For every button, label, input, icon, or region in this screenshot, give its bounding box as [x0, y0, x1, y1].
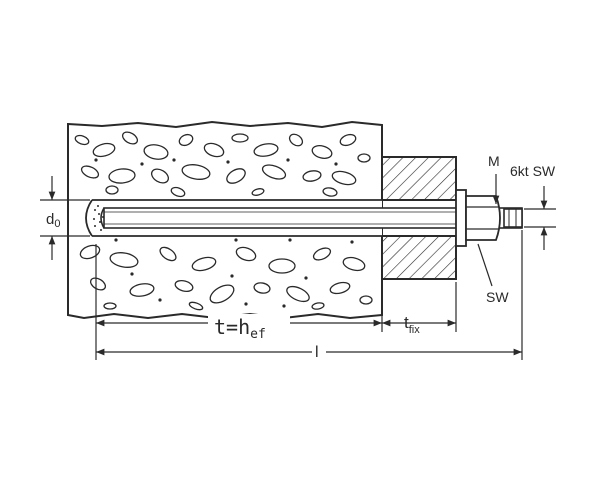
- aggregate-grain: [244, 302, 248, 306]
- aggregate-stone: [231, 133, 249, 143]
- aggregate-stone: [80, 165, 100, 179]
- aggregate-grain: [286, 158, 290, 162]
- aggregate-stone: [159, 246, 177, 262]
- aggregate-stone: [79, 244, 101, 260]
- aggregate-stone: [143, 144, 169, 160]
- aggregate-stone: [261, 164, 287, 180]
- washer: [455, 189, 467, 247]
- aggregate-stone: [74, 134, 90, 146]
- aggregate-stone: [174, 279, 194, 293]
- aggregate-stone: [329, 281, 351, 295]
- aggregate-stone: [331, 170, 357, 186]
- aggregate-grain: [282, 304, 286, 308]
- aggregate-stone: [129, 283, 155, 297]
- tfix-label: tfix: [404, 313, 420, 336]
- aggregate-stone: [357, 153, 371, 163]
- aggregate-stone: [89, 277, 107, 291]
- aggregate-stone: [181, 164, 211, 180]
- aggregate-stone: [302, 170, 322, 182]
- length-dimensions: t=hef tfix l: [95, 230, 523, 361]
- aggregate-stone: [251, 188, 265, 196]
- aggregate-stone: [288, 133, 304, 147]
- aggregate-stone: [121, 131, 139, 145]
- aggregate-stone: [226, 168, 246, 184]
- aggregate-grain: [350, 240, 354, 244]
- aggregate-stone: [322, 187, 338, 197]
- rod-end-hex: [503, 208, 523, 228]
- aggregate-stone: [339, 133, 357, 147]
- aggregate-stone: [253, 282, 271, 294]
- aggregate-stone: [109, 252, 139, 268]
- hex-sw-label: 6kt SW: [510, 163, 556, 179]
- aggregate-stone: [312, 247, 332, 261]
- aggregate-grain: [234, 238, 238, 242]
- aggregate-stone: [191, 256, 217, 272]
- aggregate-stone: [105, 185, 119, 195]
- aggregate-grain: [130, 272, 134, 276]
- aggregate-stone: [342, 256, 366, 272]
- hex-nut: [465, 195, 501, 241]
- aggregate-stone: [178, 133, 194, 147]
- aggregate-grain: [158, 298, 162, 302]
- aggregate-stone: [209, 284, 235, 304]
- aggregate-grain: [140, 162, 144, 166]
- threaded-rod: [100, 207, 523, 229]
- aggregate-stone: [170, 186, 186, 198]
- aggregate-stone: [311, 145, 333, 159]
- t-hef-label: t=hef: [214, 315, 266, 342]
- aggregate-stone: [108, 168, 136, 184]
- concrete-base: [67, 120, 383, 320]
- aggregate-grain: [172, 158, 176, 162]
- aggregate-grain: [334, 162, 338, 166]
- aggregate-grain: [114, 238, 118, 242]
- sw-label: SW: [486, 289, 509, 305]
- aggregate-stone: [286, 285, 310, 303]
- aggregate-stone: [235, 246, 257, 262]
- aggregate-grain: [304, 276, 308, 280]
- aggregate-grain: [226, 160, 230, 164]
- aggregate-grain: [288, 238, 292, 242]
- aggregate-grain: [94, 158, 98, 162]
- m-label: M: [488, 153, 500, 169]
- d0-dimension: d0: [40, 176, 90, 260]
- aggregate-grain: [230, 274, 234, 278]
- aggregate-stone: [150, 168, 170, 184]
- hex-sw-dimension: 6kt SW: [510, 163, 556, 250]
- concrete-aggregate: [74, 131, 373, 311]
- m-dimension: M: [488, 153, 500, 204]
- aggregate-stone: [268, 258, 296, 274]
- aggregate-stone: [253, 143, 279, 157]
- aggregate-stone: [188, 301, 204, 311]
- fixture-plate: [381, 156, 457, 280]
- l-label: l: [315, 344, 319, 361]
- aggregate-stone: [359, 295, 373, 305]
- aggregate-stone: [92, 142, 116, 158]
- aggregate-stone: [203, 142, 225, 158]
- sw-leader: SW: [477, 243, 509, 305]
- aggregate-stone: [103, 302, 117, 310]
- aggregate-stone: [311, 302, 325, 310]
- d0-label: d0: [46, 211, 60, 230]
